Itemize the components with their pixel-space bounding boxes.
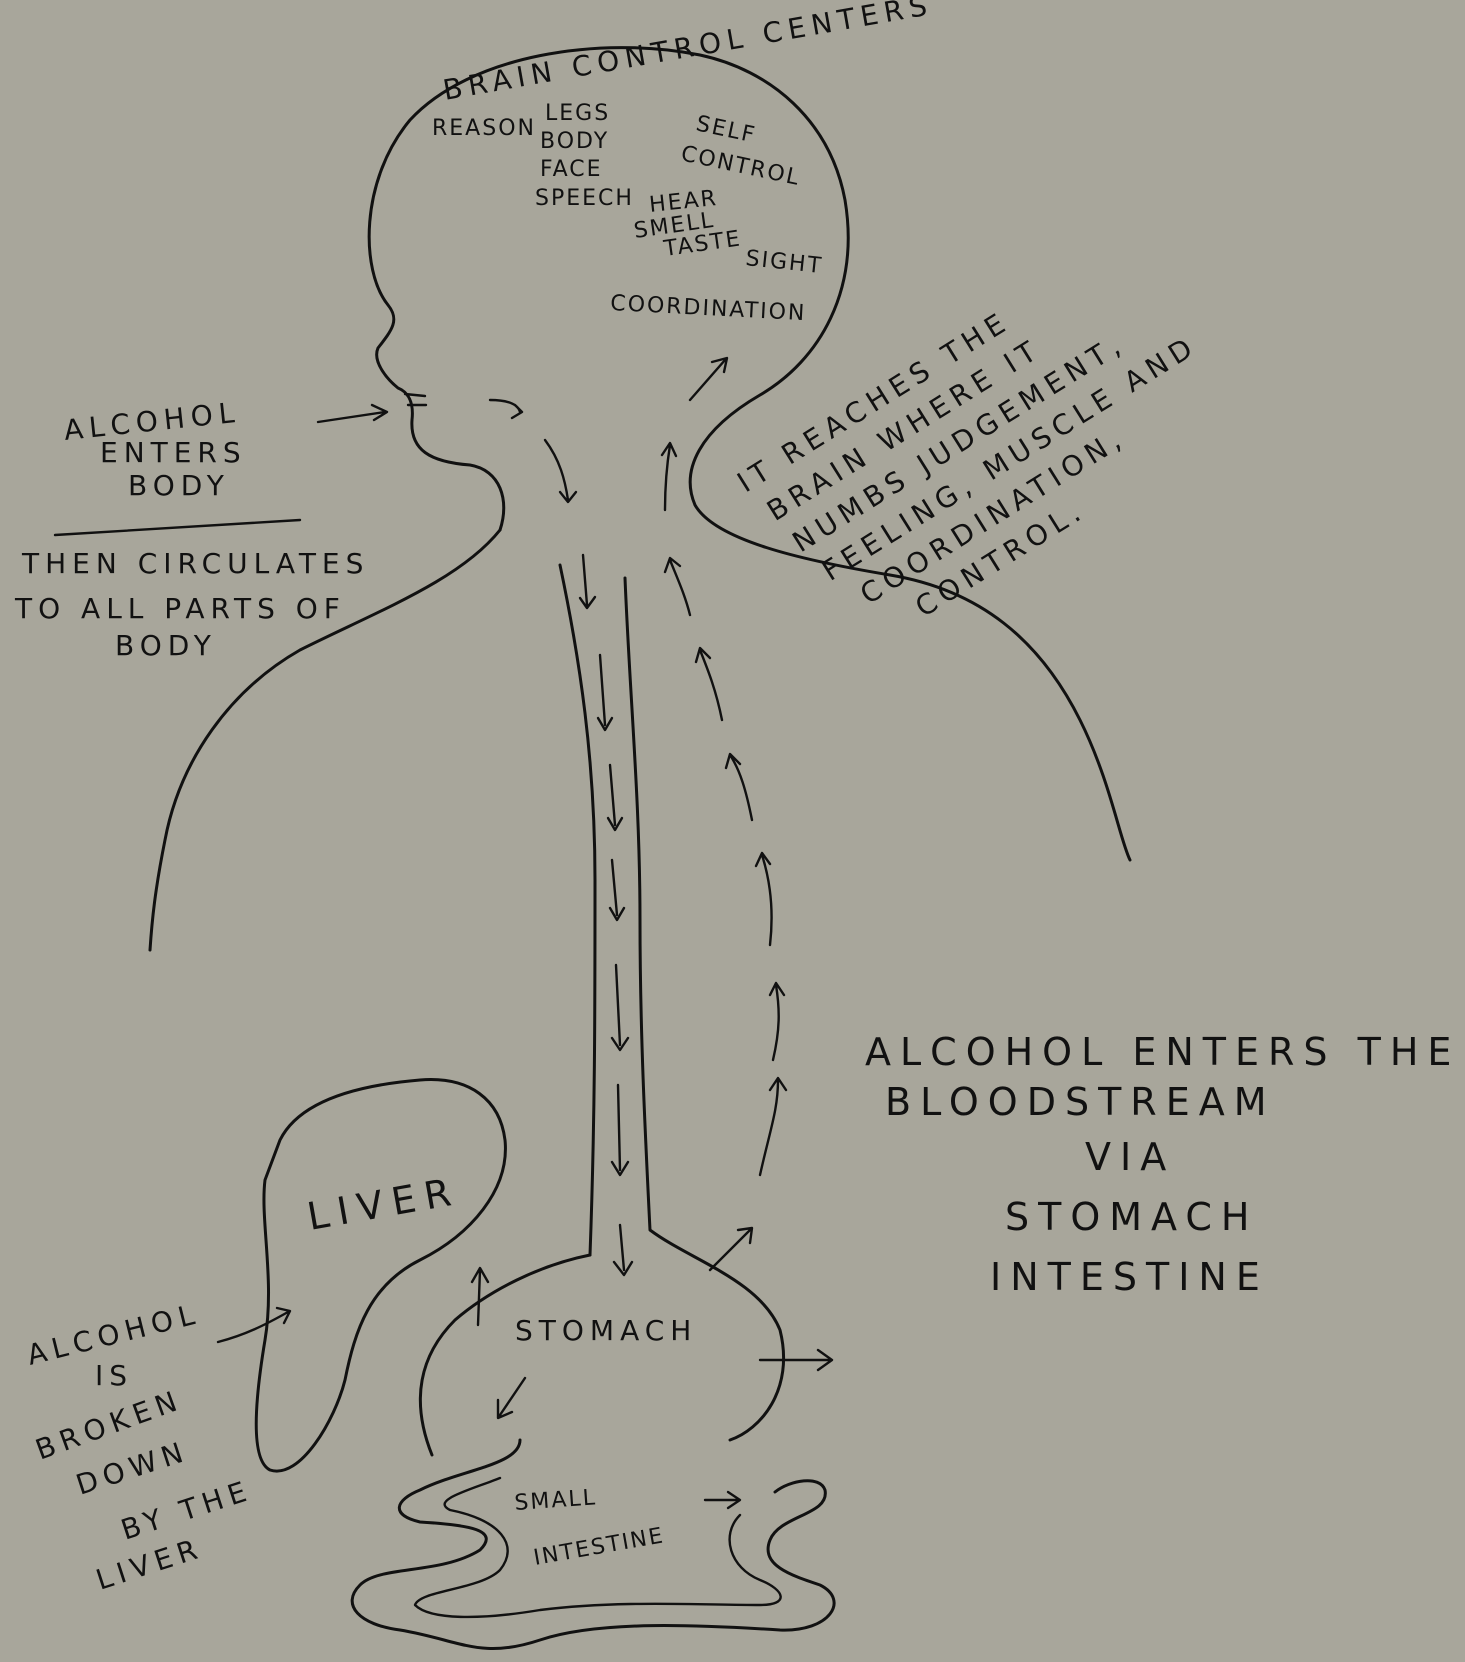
center-legs: LEGS [545,101,610,126]
down-arrow [610,860,624,920]
up-arrow [726,754,752,820]
stomach-outline [420,1255,590,1455]
stomach-label: STOMACH [515,1314,697,1347]
up-arrow [662,443,676,510]
up-arrow [770,983,784,1060]
brain-effect-note: IT REACHES THE BRAIN WHERE IT NUMBS JUDG… [731,227,1245,669]
up-arrow [696,648,722,720]
blood-line-2: BLOODSTREAM [885,1080,1276,1124]
liver-note-6: LIVER [92,1531,207,1596]
center-body: BODY [540,129,609,154]
esophagus-left-wall [560,565,595,1255]
center-coordination: COORDINATION [610,291,807,326]
left-notes: ALCOHOL ENTERS BODY THEN CIRCULATES TO A… [14,396,369,662]
center-control: CONTROL [679,141,803,191]
liver-outline [256,1080,505,1472]
arrow-into-intestine [705,1492,740,1508]
intestine-label-2: INTESTINE [532,1523,667,1571]
downward-flow-arrows [490,400,632,1275]
bloodstream-note: ALCOHOL ENTERS THE BLOODSTREAM VIA STOMA… [865,1030,1460,1299]
circulates-line-3: BODY [115,629,217,662]
down-arrow [608,765,622,830]
arrow-into-mouth [318,405,387,422]
note-divider [55,520,300,535]
arrow-up-right [710,1228,752,1270]
center-speech: SPEECH [535,186,634,211]
enters-line-2: ENTERS [100,436,247,469]
blood-line-3: VIA [1085,1135,1175,1179]
blood-line-1: ALCOHOL ENTERS THE [865,1030,1460,1074]
brain-labels: BRAIN CONTROL CENTERS REASON LEGS BODY F… [432,0,935,326]
down-arrow [545,440,576,502]
up-arrow [690,358,727,400]
down-arrow [580,555,595,608]
esophagus-right-wall [625,578,784,1440]
down-arrow [612,1085,628,1175]
down-arrow [490,400,522,418]
down-arrow [598,655,612,730]
arrow-down-left [498,1378,525,1418]
liver-note-2: IS [95,1359,133,1392]
blood-line-5: INTESTINE [990,1255,1269,1299]
up-arrow [665,558,690,615]
intestine-label-1: SMALL [514,1485,598,1516]
circulates-line-2: TO ALL PARTS OF [14,592,346,625]
center-face: FACE [540,157,603,182]
blood-line-4: STOMACH [1005,1195,1258,1239]
enters-line-3: BODY [128,469,230,502]
down-arrow [612,965,628,1050]
circulates-line-1: THEN CIRCULATES [21,547,369,580]
up-arrow [756,853,772,945]
arrow-right [760,1350,832,1370]
down-arrow [614,1225,632,1275]
center-self: SELF [694,111,759,148]
center-sight: SIGHT [744,246,824,279]
center-reason: REASON [432,116,536,141]
up-arrow [760,1078,786,1175]
arrow-to-liver [218,1308,290,1342]
liver-label: LIVER [304,1169,463,1239]
brain-title: BRAIN CONTROL CENTERS [440,0,935,107]
